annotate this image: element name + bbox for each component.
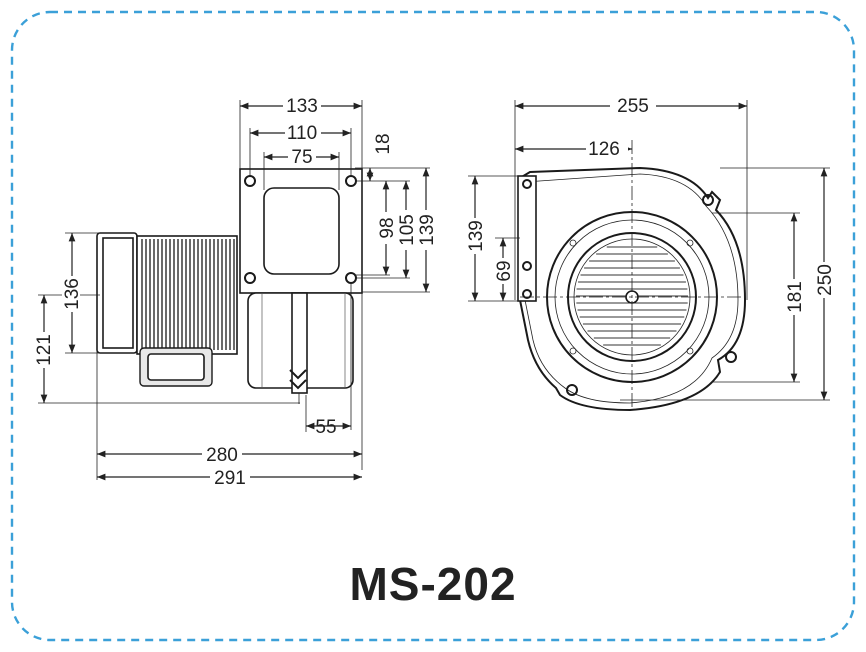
- front-dimension-lines: [468, 100, 830, 401]
- dim-181: 181: [785, 281, 806, 313]
- dim-133: 133: [286, 96, 318, 117]
- dim-98: 98: [377, 217, 398, 238]
- dim-280: 280: [206, 445, 238, 466]
- volute-housing: [519, 166, 747, 412]
- dashed-border: [10, 10, 856, 642]
- dim-75: 75: [291, 147, 312, 168]
- dim-110: 110: [287, 123, 317, 144]
- dim-139-front: 139: [466, 220, 487, 252]
- dim-105: 105: [397, 214, 418, 246]
- front-view: [517, 140, 747, 412]
- dim-291: 291: [214, 468, 246, 489]
- dim-55: 55: [315, 417, 336, 438]
- model-label: MS-202: [349, 558, 516, 610]
- blower-housing-side: [239, 168, 363, 404]
- dim-18: 18: [373, 133, 394, 154]
- dim-255: 255: [617, 96, 649, 117]
- dim-121: 121: [34, 334, 55, 366]
- dim-139: 139: [417, 214, 438, 246]
- side-view: 133 110 75 18 98 105 139 136 121 55 280 …: [34, 95, 438, 489]
- motor-body: [96, 232, 238, 387]
- dim-136: 136: [62, 278, 83, 310]
- dim-69: 69: [494, 260, 515, 281]
- dim-126: 126: [588, 139, 620, 160]
- dim-250: 250: [815, 264, 836, 296]
